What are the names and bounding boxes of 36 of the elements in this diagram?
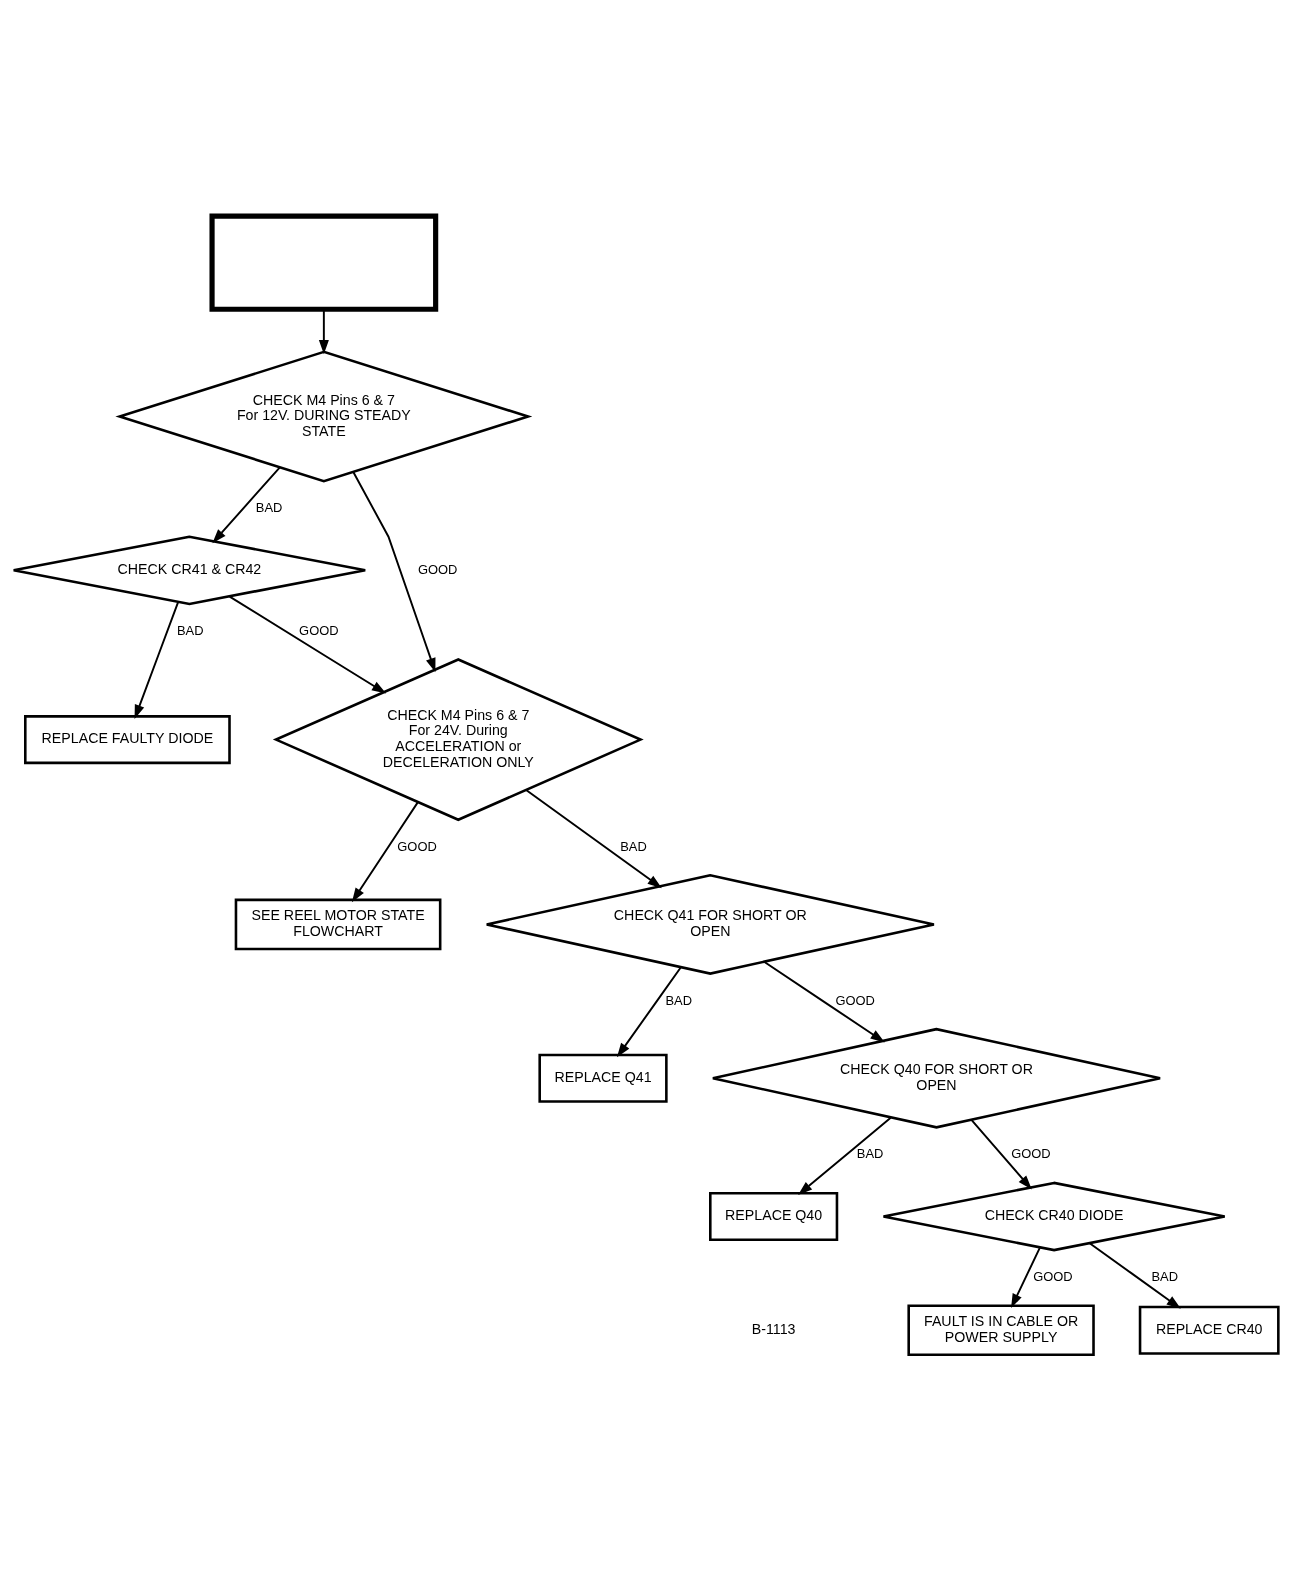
node-box: REPLACE CR40 [1138,1305,1280,1355]
edge-label: GOOD [1033,1269,1073,1285]
edge-label: BAD [176,622,204,638]
arrow [352,471,436,673]
node-box: REPLACE Q41 [538,1053,668,1103]
arrow [970,1118,1032,1190]
edge-label: GOOD [835,992,875,1008]
node-box: REPLACE Q40 [709,1192,839,1242]
arrow [616,966,682,1058]
label: B-1113 [751,1320,796,1337]
arrow [1011,1246,1041,1309]
edge-label: BAD [1151,1269,1179,1285]
node-box: SEE REEL MOTOR STATE FLOWCHART [234,898,442,951]
arrow [212,466,281,544]
edge-label: BAD [856,1146,884,1162]
edge-label: BAD [665,992,693,1008]
edge-label: GOOD [299,622,339,638]
edge-label: GOOD [397,838,437,854]
node-box: REPLACE FAULTY DIODE [24,715,231,765]
edge-label: GOOD [418,561,458,577]
arrow [1088,1242,1181,1309]
node-box: FAULT IS IN CABLE OR POWER SUPPLY [907,1304,1095,1357]
arrow [318,308,329,355]
node-box [209,213,439,312]
arrow [134,600,180,720]
edge-label: BAD [255,500,283,516]
arrow [763,961,885,1043]
arrow [228,595,387,694]
edge-label: BAD [620,838,647,854]
arrow [525,789,662,889]
edge-label: GOOD [1011,1146,1051,1162]
node-diamond: CHECK CR40 DIODE [882,1181,1226,1252]
node-diamond: CHECK M4 Pins 6 & 7 For 12V. DURING STEADY STATE [115,350,533,483]
arrow [351,801,419,903]
arrow [798,1116,892,1195]
node-diamond: CHECK CR41 & CR42 [12,535,367,606]
